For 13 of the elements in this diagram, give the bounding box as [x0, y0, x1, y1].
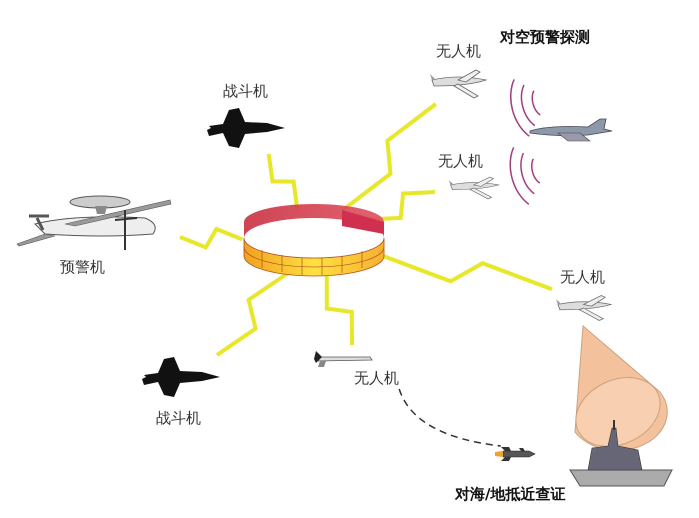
- aircraft-label: 无人机: [436, 42, 481, 60]
- caption-label: 对海/地抵近查证: [455, 485, 566, 503]
- aircraft-label: 无人机: [354, 369, 399, 387]
- aircraft-label: 战斗机: [156, 409, 201, 427]
- aircraft-label: 预警机: [60, 258, 105, 276]
- section-heading: 对空预警探测: [500, 28, 590, 46]
- aircraft-label: 无人机: [560, 268, 605, 286]
- aircraft-label: 战斗机: [223, 82, 268, 100]
- trajectory-line: [398, 388, 501, 447]
- lightning-link: [324, 276, 354, 345]
- lightning-link: [216, 272, 288, 357]
- aircraft-label: 无人机: [438, 152, 483, 170]
- lightning-link: [179, 226, 243, 250]
